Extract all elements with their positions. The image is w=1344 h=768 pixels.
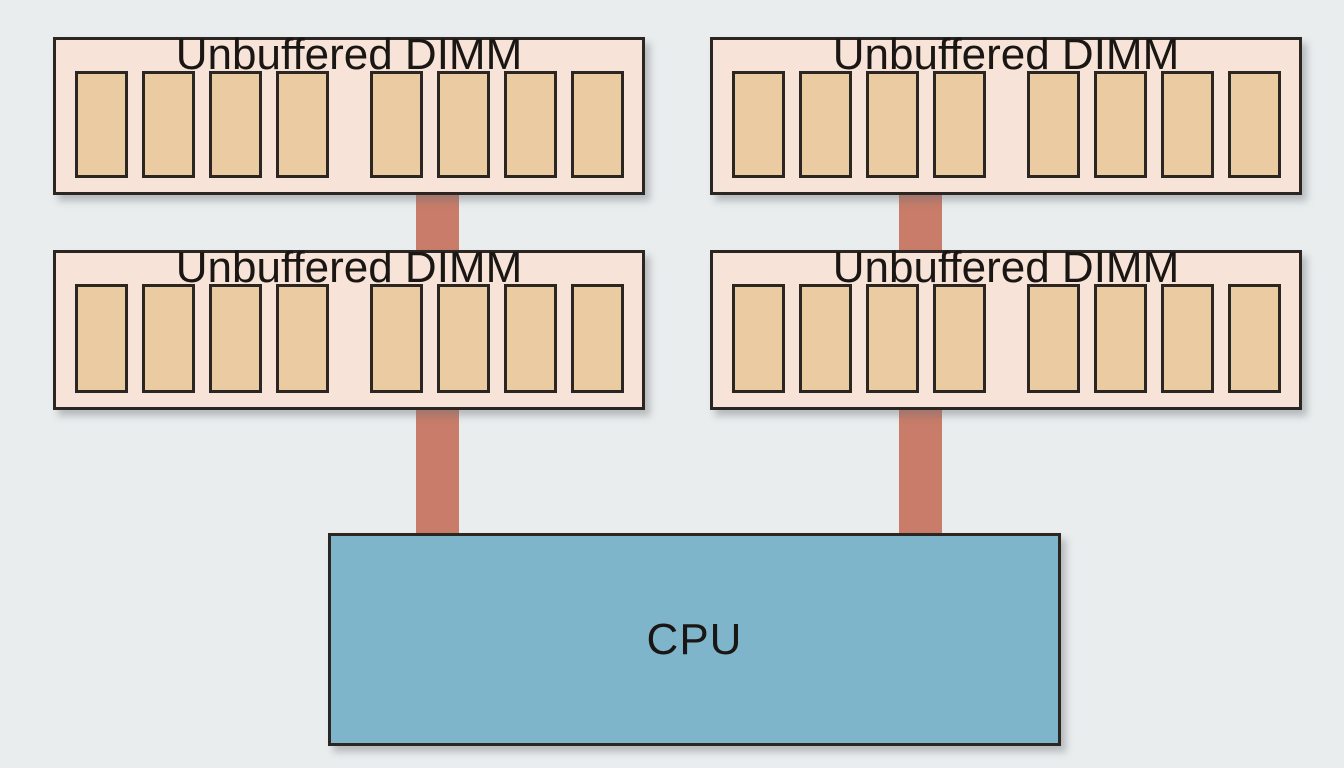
cpu-label: CPU	[646, 614, 743, 664]
memory-chip	[275, 71, 329, 178]
memory-chip	[74, 71, 128, 178]
memory-bus-connector-left-lower	[416, 402, 459, 540]
dimm-module-top-right: Unbuffered DIMM	[710, 33, 1302, 195]
memory-chip	[503, 284, 557, 393]
chip-row	[728, 284, 1284, 393]
memory-chip	[141, 71, 195, 178]
memory-chip	[369, 284, 423, 393]
memory-bus-connector-right-upper	[899, 188, 942, 258]
cpu-block: CPU	[328, 533, 1061, 746]
memory-chip	[1093, 71, 1147, 178]
memory-bus-connector-left-upper	[416, 188, 459, 258]
chip-row	[728, 71, 1284, 178]
memory-chip	[436, 284, 490, 393]
memory-chip	[503, 71, 557, 178]
chip-row	[71, 71, 627, 178]
memory-chip	[208, 71, 262, 178]
memory-chip	[1093, 284, 1147, 393]
memory-chip	[932, 284, 986, 393]
memory-chip	[436, 71, 490, 178]
memory-chip	[369, 71, 423, 178]
memory-chip	[1227, 284, 1281, 393]
chip-group-gap	[1000, 71, 1013, 178]
memory-chip	[1160, 71, 1214, 178]
memory-chip	[1160, 284, 1214, 393]
chip-group-gap	[1000, 284, 1013, 393]
memory-chip	[74, 284, 128, 393]
chip-group-gap	[343, 284, 356, 393]
chip-row	[71, 284, 627, 393]
chip-group-gap	[343, 71, 356, 178]
memory-chip	[932, 71, 986, 178]
memory-chip	[570, 284, 624, 393]
memory-chip	[731, 71, 785, 178]
dimm-module-bottom-right: Unbuffered DIMM	[710, 246, 1302, 410]
memory-chip	[570, 71, 624, 178]
memory-bus-connector-right-lower	[899, 402, 942, 540]
memory-chip	[798, 284, 852, 393]
dimm-module-bottom-left: Unbuffered DIMM	[53, 246, 645, 410]
memory-chip	[731, 284, 785, 393]
memory-chip	[141, 284, 195, 393]
memory-chip	[275, 284, 329, 393]
dimm-module-top-left: Unbuffered DIMM	[53, 33, 645, 195]
memory-chip	[1026, 284, 1080, 393]
memory-chip	[865, 71, 919, 178]
memory-chip	[1026, 71, 1080, 178]
memory-chip	[865, 284, 919, 393]
memory-chip	[1227, 71, 1281, 178]
memory-chip	[208, 284, 262, 393]
memory-chip	[798, 71, 852, 178]
